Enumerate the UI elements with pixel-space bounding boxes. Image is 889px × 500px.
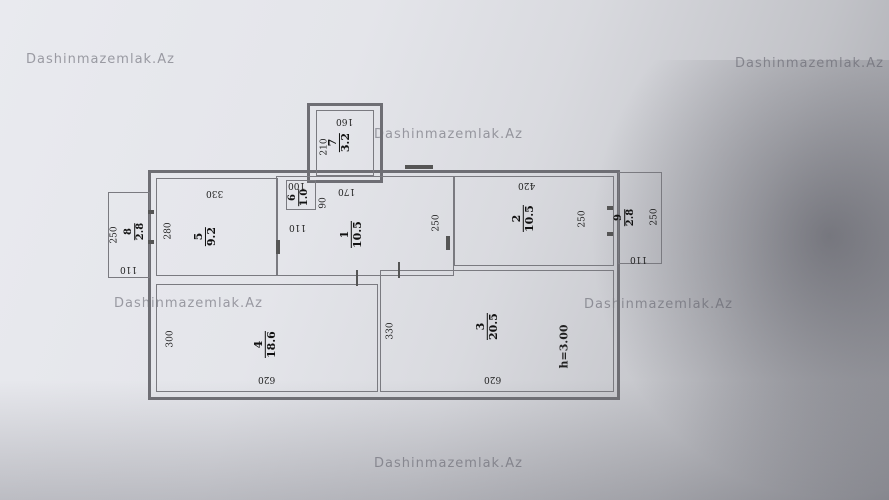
room-3 bbox=[380, 270, 614, 392]
dimension-label: 170 bbox=[338, 186, 356, 196]
dimension-label: 110 bbox=[120, 264, 138, 274]
watermark: Dashinmazemlak.Az bbox=[374, 456, 523, 471]
room-label-7: 7 3.2 bbox=[326, 133, 353, 153]
dimension-label: 90 bbox=[318, 197, 329, 209]
shadow-overlay bbox=[589, 60, 889, 500]
room-number: 6 bbox=[287, 194, 299, 201]
watermark: Dashinmazemlak.Az bbox=[374, 127, 523, 142]
dimension-label: 210 bbox=[319, 138, 330, 156]
dimension-label: 110 bbox=[289, 222, 307, 232]
dimension-label: 250 bbox=[109, 226, 120, 244]
room-number: 4 bbox=[251, 340, 265, 349]
room-7-wall bbox=[307, 103, 383, 183]
room-6 bbox=[286, 180, 316, 210]
room-number: 8 bbox=[123, 228, 135, 235]
dimension-label: 330 bbox=[206, 188, 224, 198]
door-mark bbox=[607, 232, 613, 236]
room-area: 20.5 bbox=[486, 313, 500, 340]
door-mark bbox=[398, 262, 400, 278]
dimension-label: 250 bbox=[577, 210, 588, 228]
ceiling-height-label: h=3.00 bbox=[557, 324, 571, 369]
room-7-inner bbox=[316, 110, 374, 176]
room-area: 2.8 bbox=[624, 208, 637, 227]
door-mark bbox=[276, 240, 280, 254]
room-2 bbox=[454, 176, 614, 266]
room-area: 9.2 bbox=[205, 227, 219, 247]
room-label-9: 9 2.8 bbox=[613, 208, 637, 227]
room-area: 18.6 bbox=[264, 331, 278, 358]
room-area: 2.8 bbox=[134, 222, 147, 241]
room-number: 9 bbox=[613, 214, 625, 221]
room-number: 3 bbox=[473, 322, 487, 331]
watermark: Dashinmazemlak.Az bbox=[584, 297, 733, 312]
room-label-3: 3 20.5 bbox=[473, 313, 500, 340]
dimension-label: 160 bbox=[336, 116, 354, 126]
room-5 bbox=[156, 178, 278, 276]
room-label-8: 8 2.8 bbox=[123, 222, 147, 241]
dimension-label: 100 bbox=[288, 180, 306, 190]
room-label-4: 4 18.6 bbox=[251, 331, 278, 358]
dimension-label: 620 bbox=[484, 374, 502, 384]
door-mark bbox=[356, 270, 358, 286]
watermark: Dashinmazemlak.Az bbox=[735, 56, 884, 71]
room-8-wall bbox=[108, 192, 150, 278]
room-number: 2 bbox=[509, 214, 523, 223]
room-1 bbox=[276, 176, 454, 276]
door-mark bbox=[148, 240, 154, 244]
dimension-label: 420 bbox=[518, 180, 536, 190]
outer-wall bbox=[148, 170, 620, 400]
window-mark bbox=[405, 165, 433, 169]
room-label-5: 5 9.2 bbox=[191, 227, 219, 247]
room-4 bbox=[156, 284, 378, 392]
door-mark bbox=[446, 236, 450, 250]
dimension-label: 250 bbox=[649, 208, 660, 226]
room-label-1: 1 10.5 bbox=[337, 221, 364, 248]
dimension-label: 110 bbox=[630, 254, 648, 264]
room-number: 1 bbox=[337, 230, 351, 239]
room-area: 10.5 bbox=[522, 205, 536, 232]
room-9-wall bbox=[618, 172, 662, 264]
room-area: 10.5 bbox=[350, 221, 364, 248]
dimension-label: 280 bbox=[163, 222, 174, 240]
room-label-2: 2 10.5 bbox=[509, 205, 536, 232]
room-label-6: 6 1.0 bbox=[287, 188, 311, 207]
watermark: Dashinmazemlak.Az bbox=[26, 52, 175, 67]
dimension-label: 330 bbox=[385, 322, 396, 340]
room-area: 1.0 bbox=[298, 188, 311, 207]
room-area: 3.2 bbox=[339, 133, 353, 153]
dimension-label: 300 bbox=[165, 330, 176, 348]
dimension-label: 620 bbox=[258, 374, 276, 384]
door-mark bbox=[148, 210, 154, 214]
room-number: 5 bbox=[191, 232, 205, 241]
door-mark bbox=[607, 206, 613, 210]
dimension-label: 250 bbox=[431, 214, 442, 232]
